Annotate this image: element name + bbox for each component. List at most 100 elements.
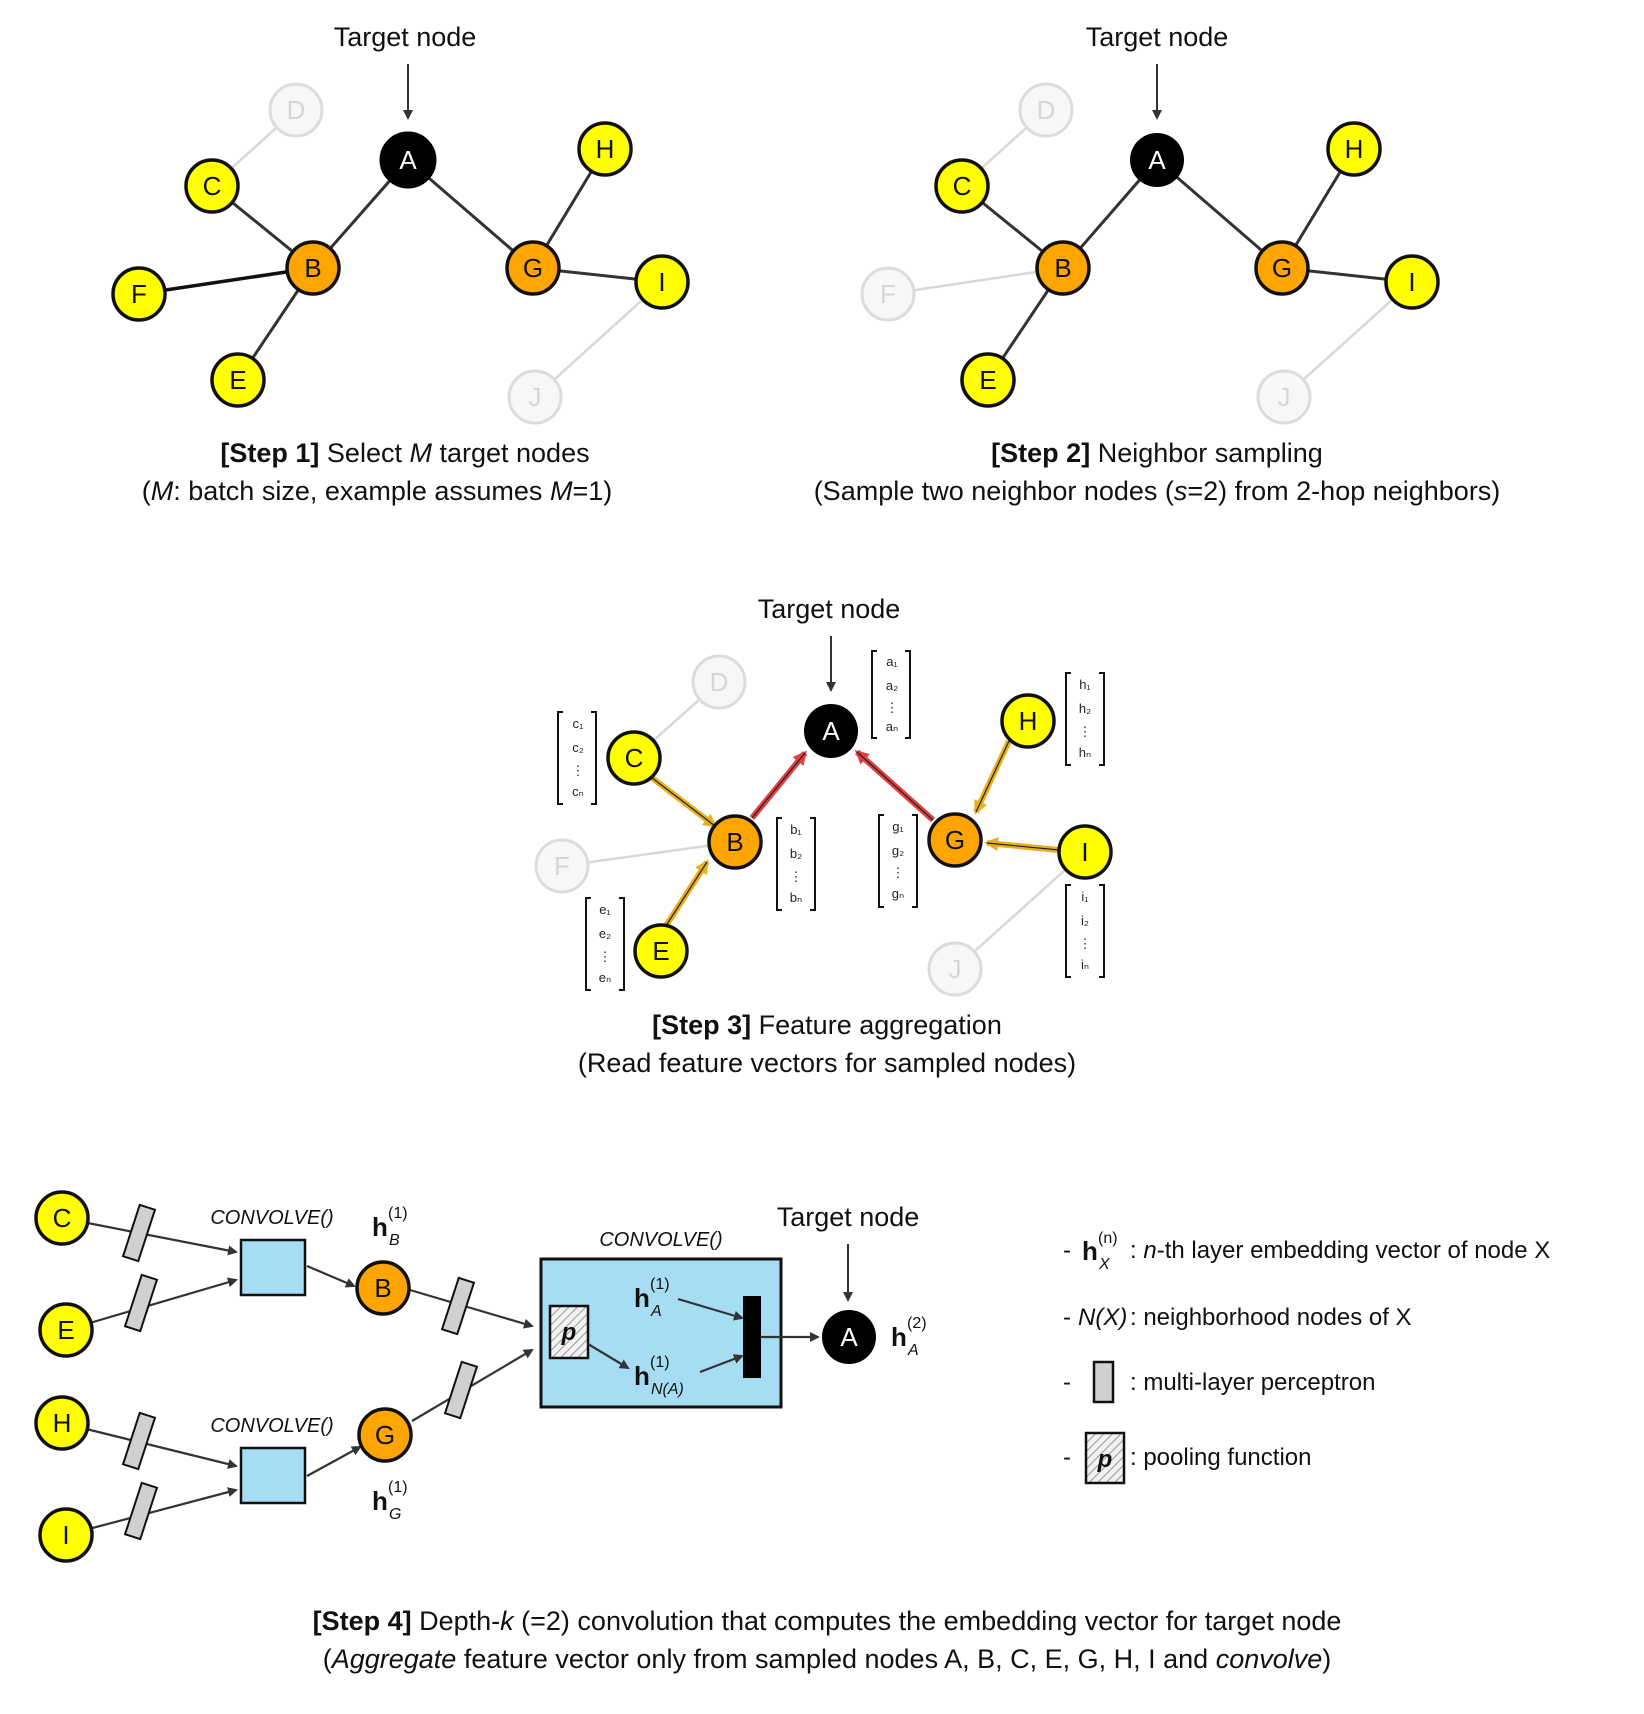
feature-vector-c: c₁ c₂ ⋮ cₙ (557, 711, 597, 805)
node-A: A (1130, 133, 1184, 187)
node-E: E (38, 1302, 94, 1358)
feature-vector-e: e₁ e₂ ⋮ eₙ (585, 897, 625, 991)
svg-text:G: G (945, 825, 965, 855)
svg-text:-: - (1063, 1237, 1071, 1264)
svg-text:(1): (1) (388, 1205, 408, 1222)
svg-text:h: h (891, 1322, 907, 1352)
legend-item-embedding: - h (n) X : n-th layer embedding vector … (1063, 1230, 1550, 1273)
svg-text:: n-th layer embedding vector: : n-th layer embedding vector of node X (1130, 1237, 1550, 1264)
edge-I-J (954, 851, 1086, 970)
mlp-block (123, 1273, 159, 1333)
svg-text:(1): (1) (650, 1276, 670, 1293)
svg-text:I: I (658, 267, 665, 297)
svg-text:h: h (634, 1283, 650, 1313)
step3-subcaption: (Read feature vectors for sampled nodes) (578, 1048, 1076, 1078)
step2-caption: [Step 2] Neighbor sampling (991, 438, 1323, 468)
svg-text:: neighborhood nodes of X: : neighborhood nodes of X (1130, 1304, 1412, 1331)
svg-text:E: E (979, 365, 996, 395)
node-C: C (934, 158, 990, 214)
edge-pool-hNA (587, 1343, 630, 1370)
node-B: B (707, 814, 763, 870)
svg-text:: pooling function: : pooling function (1130, 1444, 1311, 1471)
convolve-box-B (239, 1238, 307, 1297)
node-A: A (822, 1310, 876, 1364)
vector-entry: ⋮ (790, 869, 803, 884)
step1-panel: Target node D C A H B G F I E J [Step 1]… (111, 22, 690, 506)
edge-F-B (887, 266, 1064, 296)
node-D: D (691, 654, 747, 710)
mlp-block (121, 1411, 157, 1471)
svg-text:I: I (1408, 267, 1415, 297)
vector-entry: ⋮ (1079, 724, 1092, 739)
node-A: A (379, 131, 437, 189)
node-I: I (1384, 254, 1440, 310)
node-F: F (860, 266, 916, 322)
vector-entry: gₙ (892, 886, 904, 901)
svg-text:h: h (372, 1486, 388, 1516)
svg-text:C: C (953, 171, 972, 201)
svg-text:-: - (1063, 1369, 1071, 1396)
edge-H-conv2 (61, 1421, 238, 1469)
svg-text:B: B (389, 1232, 400, 1249)
vector-entry: hₙ (1079, 745, 1091, 760)
embedding-label-hG1: h (1) G (372, 1479, 408, 1523)
svg-text:N(A): N(A) (651, 1381, 684, 1398)
pooling-legend-icon (1084, 1431, 1126, 1485)
vector-entry: ⋮ (886, 700, 899, 715)
step2-panel: Target node D C A H B G F I E J [Step 2]… (814, 22, 1501, 506)
node-D: D (268, 82, 324, 138)
concat-mlp-bar (743, 1296, 761, 1378)
convolve-label: CONVOLVE() (210, 1207, 333, 1229)
edge-G-convA (411, 1348, 534, 1422)
vector-entry: ⋮ (1079, 936, 1092, 951)
vector-entry: a₂ (886, 678, 898, 693)
feature-vector-i: i₁ i₂ ⋮ iₙ (1065, 884, 1105, 978)
legend-item-mlp: - : multi-layer perceptron (1063, 1360, 1375, 1404)
svg-text:h: h (1082, 1236, 1098, 1266)
vector-entry: iₙ (1081, 957, 1089, 972)
node-B: B (1035, 240, 1091, 296)
svg-text:B: B (1054, 253, 1071, 283)
svg-text:C: C (53, 1203, 72, 1233)
vector-entry: h₁ (1079, 677, 1091, 692)
vector-entry: e₁ (599, 902, 611, 917)
node-H: H (577, 121, 633, 177)
svg-text:-: - (1063, 1444, 1071, 1471)
node-G: G (505, 240, 561, 296)
vector-entry: cₙ (572, 784, 584, 799)
node-G: G (1254, 240, 1310, 296)
feature-vector-g: g₁ g₂ ⋮ gₙ (878, 814, 918, 908)
node-E: E (960, 352, 1016, 408)
svg-text:B: B (374, 1273, 391, 1303)
step1-subcaption: (M: batch size, example assumes M=1) (142, 476, 612, 506)
svg-text:p: p (1097, 1446, 1113, 1473)
step3-panel: Target node D C A H B G F I E J a₁ (534, 594, 1113, 1078)
vector-entry: aₙ (886, 719, 898, 734)
vector-entry: ⋮ (599, 949, 612, 964)
svg-text:E: E (57, 1315, 74, 1345)
embedding-label-hA1: h (1) A (634, 1276, 670, 1320)
edge-I-J (1283, 281, 1413, 398)
vector-entry: c₁ (573, 716, 585, 731)
svg-text:N(X): N(X) (1078, 1304, 1127, 1331)
svg-text:H: H (1019, 706, 1038, 736)
node-C: C (184, 158, 240, 214)
edge-B-convA (409, 1288, 534, 1329)
node-H: H (1000, 693, 1056, 749)
embedding-label-hNA1: h (1) N(A) (634, 1354, 684, 1398)
mlp-block (121, 1203, 157, 1263)
convolve-label: CONVOLVE() (599, 1229, 722, 1251)
vector-entry: i₁ (1081, 889, 1089, 904)
feature-vector-h: h₁ h₂ ⋮ hₙ (1065, 672, 1105, 766)
target-node-label: Target node (334, 22, 477, 52)
svg-text:G: G (389, 1506, 401, 1523)
svg-text:-: - (1063, 1304, 1071, 1331)
svg-text:G: G (1272, 253, 1292, 283)
vector-entry: ⋮ (572, 763, 585, 778)
edge-E-conv1 (65, 1277, 238, 1332)
edge-F-B (561, 840, 736, 868)
svg-text:J: J (949, 954, 962, 984)
node-I: I (1057, 824, 1113, 880)
svg-text:H: H (53, 1408, 72, 1438)
step4-caption: [Step 4] Depth-k (=2) convolution that c… (313, 1606, 1342, 1636)
